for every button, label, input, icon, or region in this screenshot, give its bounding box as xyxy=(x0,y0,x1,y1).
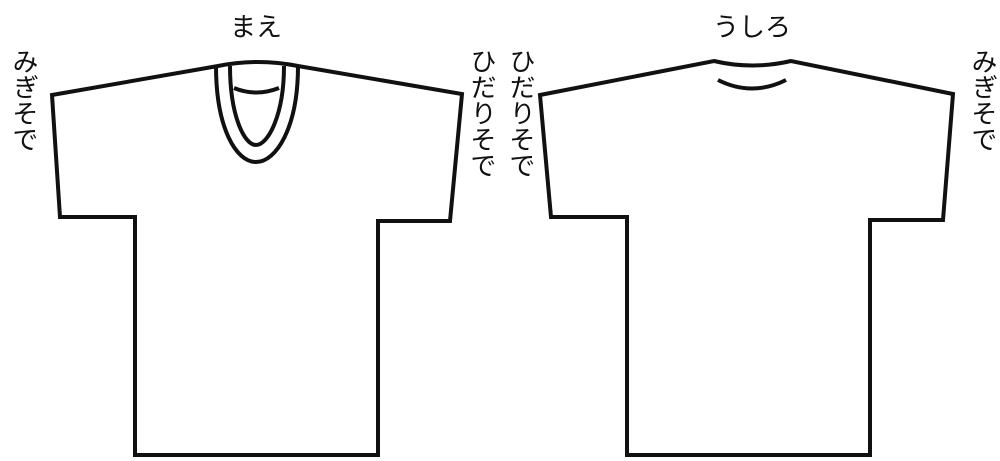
front-collar-inner xyxy=(228,65,286,148)
back-right-sleeve-label: みぎそで xyxy=(967,48,997,152)
front-tshirt-outline xyxy=(49,60,465,457)
back-tshirt-outline xyxy=(537,58,956,457)
front-collar-seam xyxy=(233,86,280,95)
front-right-sleeve-label: ひだりそで xyxy=(466,48,496,178)
back-left-sleeve-label: ひだりそで xyxy=(505,48,535,178)
back-title: うしろ xyxy=(713,13,792,43)
front-tshirt xyxy=(49,60,465,457)
back-tshirt xyxy=(537,58,956,457)
front-collar-outer xyxy=(214,65,300,165)
front-left-sleeve-label: みぎそで xyxy=(8,48,38,152)
front-title: まえ xyxy=(230,13,283,43)
back-neck-seam xyxy=(717,78,787,91)
